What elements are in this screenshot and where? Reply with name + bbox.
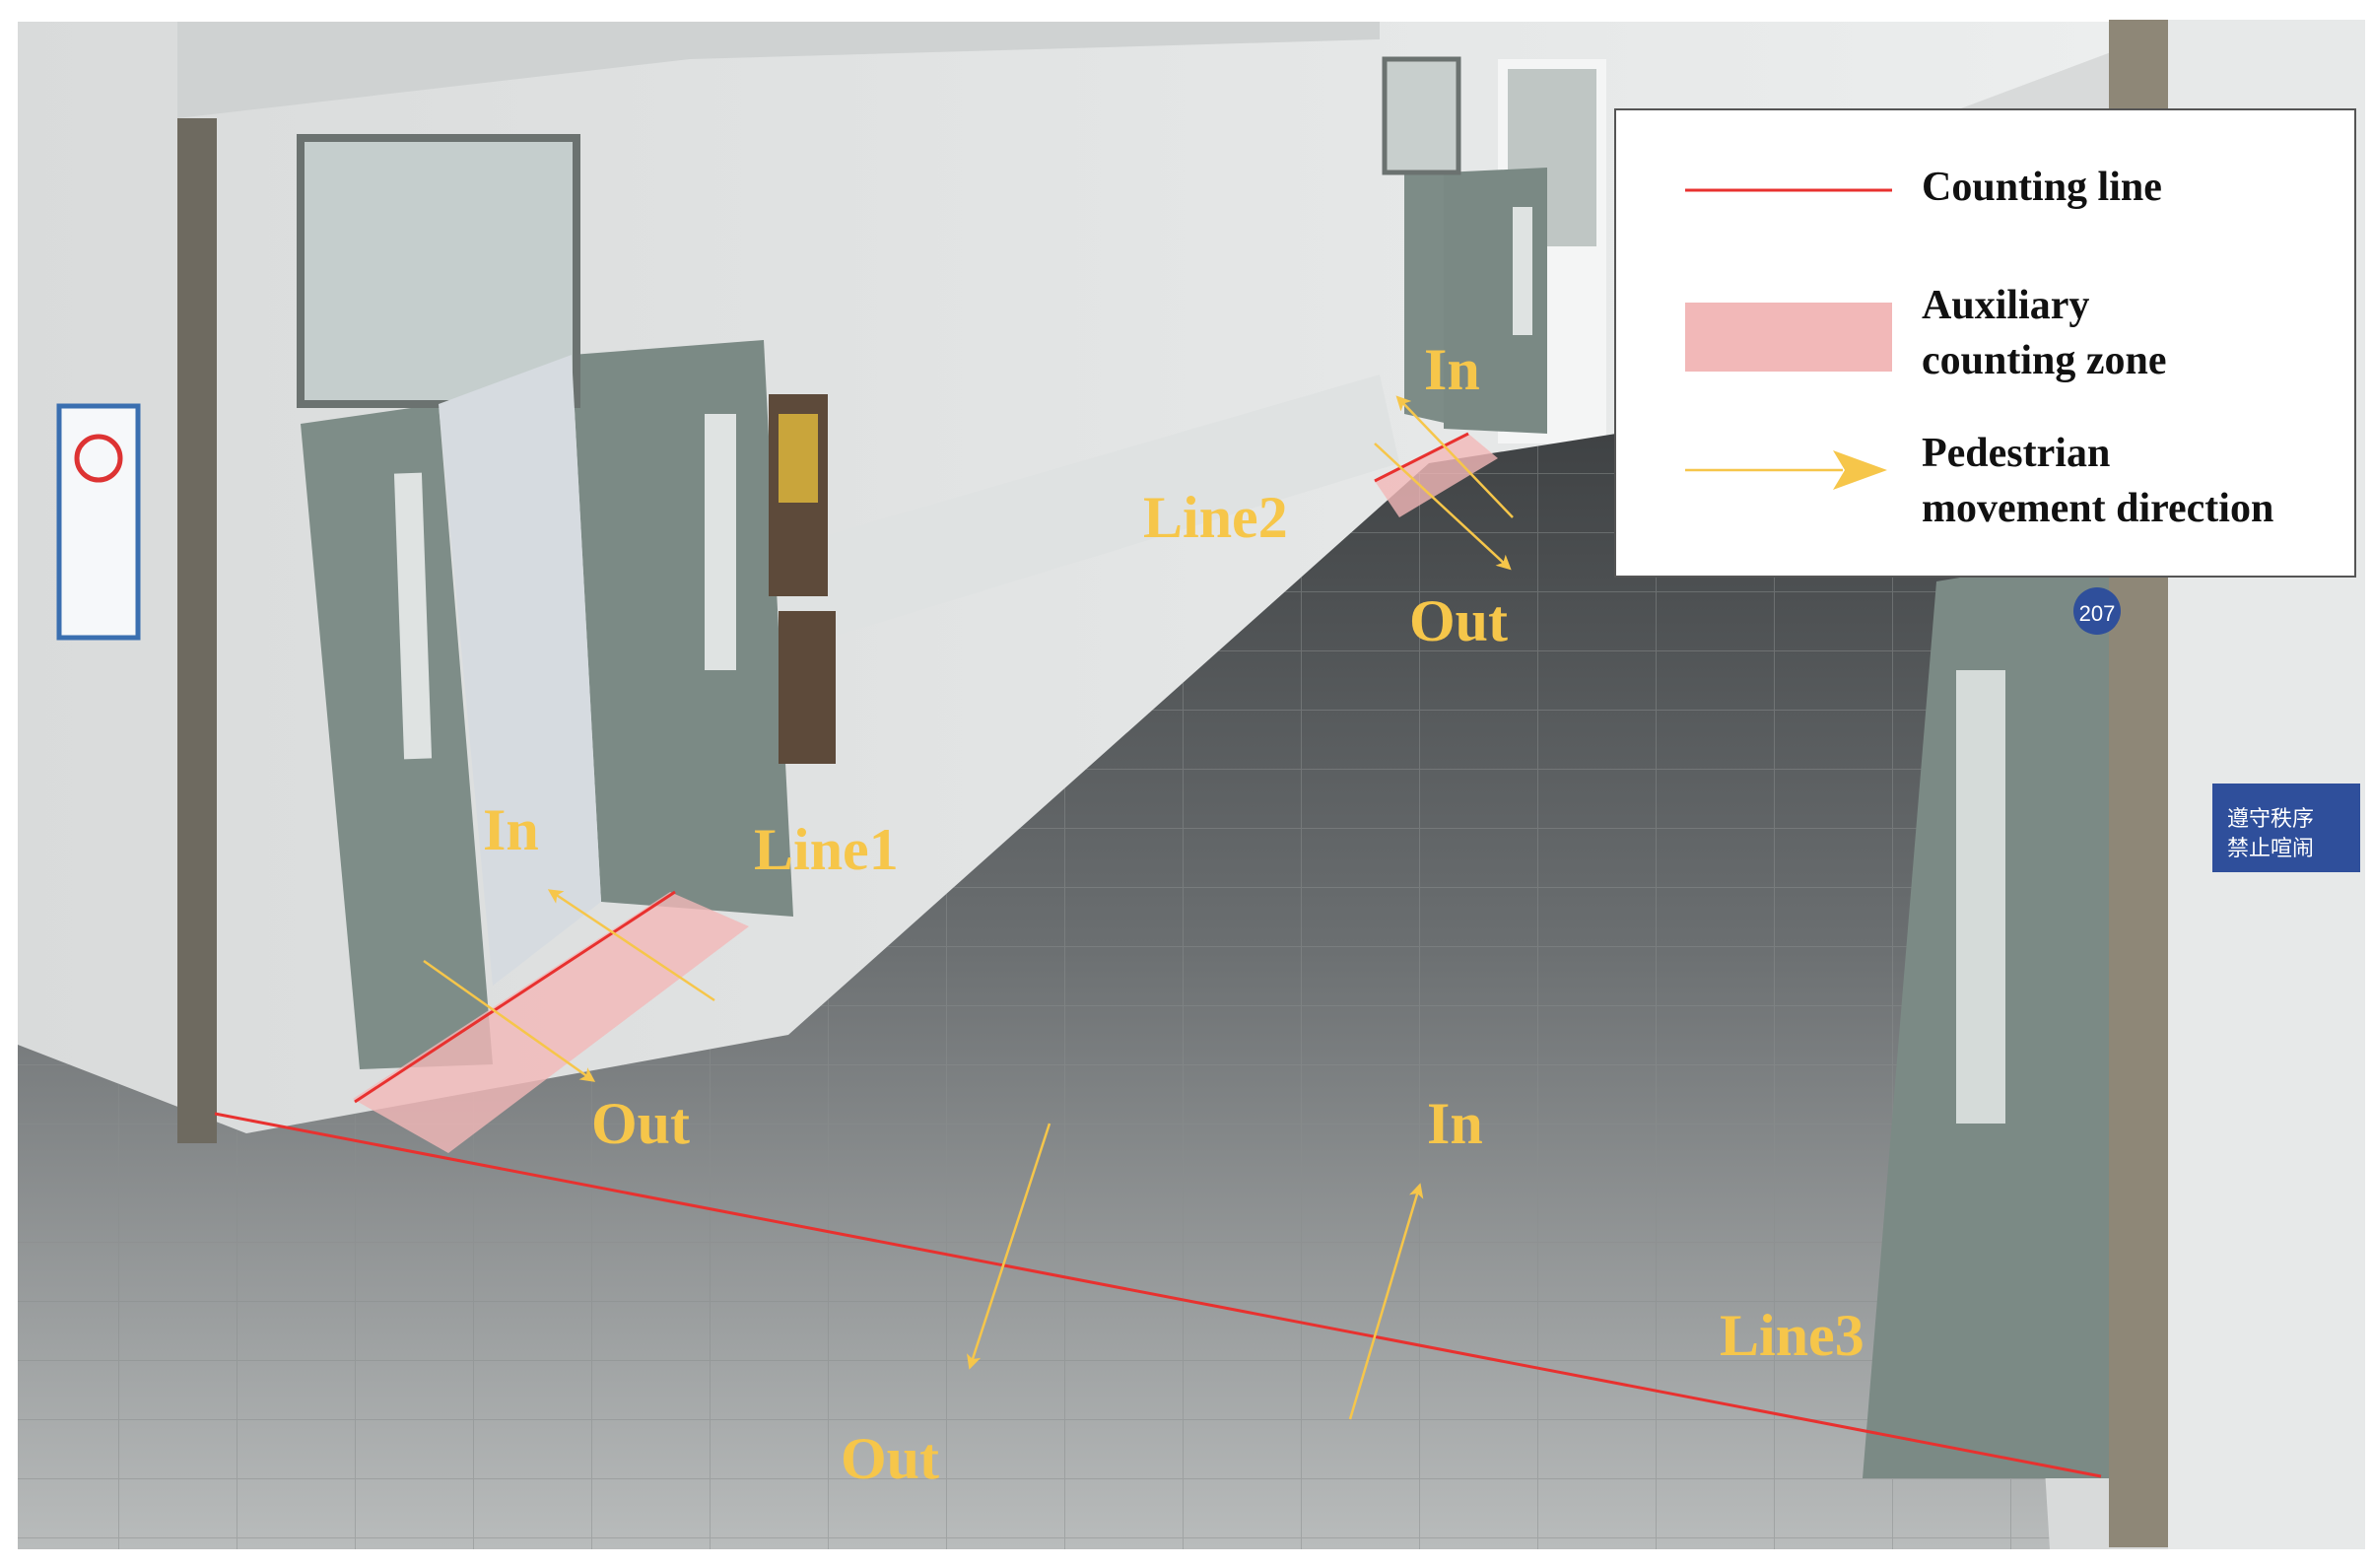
left-door [301,404,493,1069]
legend-zone-swatch [1685,303,1892,372]
counting-line-1 [354,890,676,1104]
arrow-out-2 [1374,443,1512,571]
arrow-in-2 [1395,395,1514,518]
label-in-3: In [1427,1091,1483,1156]
counting-line-2 [1374,432,1469,483]
room-number: 207 [2079,601,2116,626]
sign-text-1: 遵守秩序 [2227,807,2314,832]
arrow-out-3 [966,1123,1051,1370]
counting-line-3 [214,1112,2102,1478]
label-line1: Line1 [754,817,899,882]
zone-line2 [1375,434,1498,517]
label-in-2: In [1424,337,1480,402]
arrow-in-3 [1348,1183,1424,1420]
arrow-out-1 [423,959,596,1082]
label-out-1: Out [591,1091,690,1156]
legend-label-direction: Pedestrian movement direction [1922,431,2274,531]
sign-text-2: 禁止喧闹 [2227,837,2314,861]
label-line2: Line2 [1143,485,1288,550]
arrow-in-1 [547,889,715,1002]
legend: Counting line Auxiliary counting zone Pe… [1614,108,2356,578]
far-door [1404,168,1449,424]
label-in-1: In [483,797,539,862]
legend-arrow-swatch [1685,450,1887,490]
legend-label-counting-line: Counting line [1922,165,2162,210]
label-line3: Line3 [1720,1303,1864,1368]
legend-label-zone: Auxiliary counting zone [1922,283,2167,383]
label-out-3: Out [841,1426,939,1491]
legend-line-swatch [1685,188,1892,192]
left-door-open [572,340,793,917]
label-out-2: Out [1409,588,1508,653]
